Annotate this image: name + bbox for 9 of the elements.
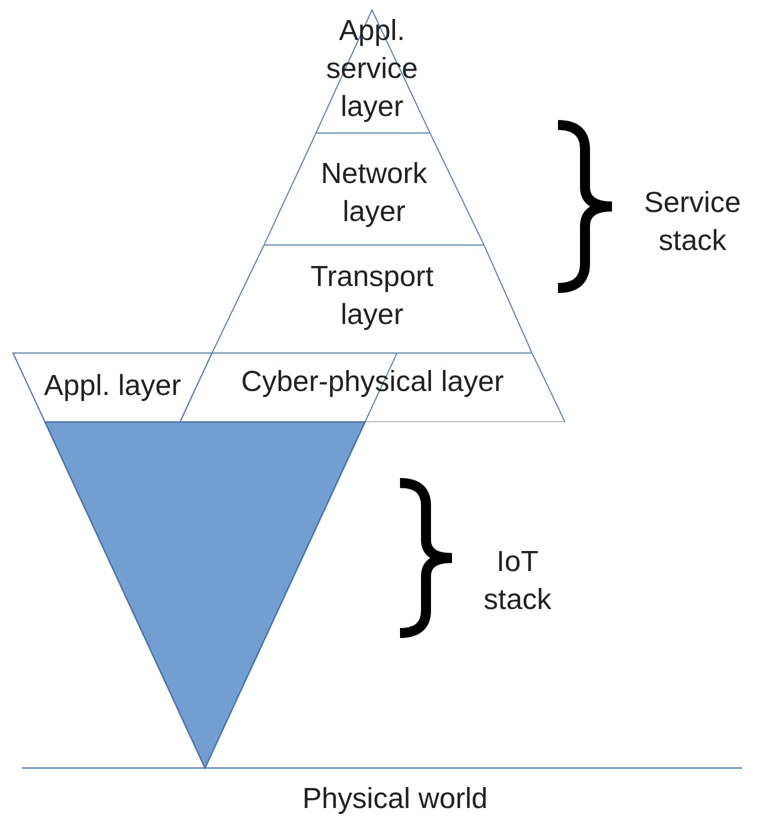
layer-shape [264, 133, 484, 245]
layer-label: Transport layer [309, 260, 435, 333]
layer-shape [212, 245, 532, 353]
layer-label: Network layer [320, 157, 428, 230]
layer-shape [13, 353, 212, 422]
bracket-label: IoT stack [482, 545, 552, 618]
baseline-label: Physical world [301, 782, 489, 817]
bracket-label: Service stack [643, 186, 742, 259]
layer-label: Appl. layer [42, 369, 182, 404]
